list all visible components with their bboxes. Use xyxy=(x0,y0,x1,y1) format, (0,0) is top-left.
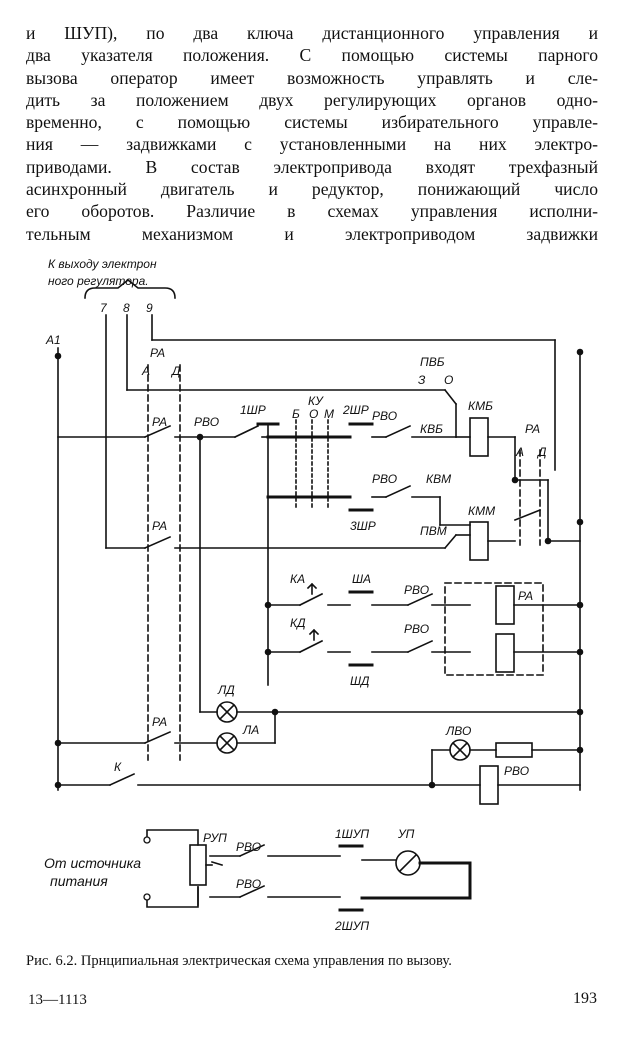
label-contact: Д xyxy=(536,445,547,459)
label-source: питания xyxy=(50,873,108,889)
label-limit: КА xyxy=(290,572,305,586)
label-plug: 2ШР xyxy=(342,403,369,417)
label-source: От источника xyxy=(44,855,141,871)
label-relay: РВО xyxy=(194,415,219,429)
label-relay: РВО xyxy=(236,840,261,854)
label-contact: А xyxy=(141,364,150,378)
label-relay: РВО xyxy=(236,877,261,891)
label-key: КУ xyxy=(308,394,324,408)
text-line: два указателя положения. С помощью систе… xyxy=(26,45,598,66)
label-plug: 3ШР xyxy=(350,519,376,533)
label-switch: ПВБ xyxy=(420,355,445,369)
label-relay: РА xyxy=(152,715,167,729)
text-line: приводами. В состав электропривода входя… xyxy=(26,156,598,177)
label-plug: ШД xyxy=(350,674,370,688)
label-contactor: КМБ xyxy=(468,399,493,413)
label-coil: РА xyxy=(518,589,533,603)
label-contact: А xyxy=(515,445,524,459)
label-switch: КВМ xyxy=(426,472,451,486)
label-contact: Д xyxy=(170,364,181,378)
label-plug: 2ШУП xyxy=(334,919,369,933)
label-relay: РВО xyxy=(404,583,429,597)
label-lamp: ЛД xyxy=(217,683,235,697)
label-switch: КВБ xyxy=(420,422,443,436)
label-key: К xyxy=(114,760,122,774)
label-relay: РА xyxy=(152,519,167,533)
label-output: К выходу электрон xyxy=(48,257,157,271)
label-contact: З xyxy=(418,373,426,387)
label-position: М xyxy=(324,407,334,421)
figure-caption: Рис. 6.2. Прнципиальная электрическая сх… xyxy=(26,953,452,969)
text-line: временно, с помощью системы избирательно… xyxy=(26,112,598,133)
text-line: вызова оператор имеет возможность управл… xyxy=(26,67,598,88)
label-switch: ПВМ xyxy=(420,524,447,538)
text-line: ния — задвижками с установленными на них… xyxy=(26,134,598,155)
label-contactor: КММ xyxy=(468,504,495,518)
footer-signature: 13—1113 xyxy=(28,992,87,1008)
label-regulator: РУП xyxy=(203,831,227,845)
label-terminal: 8 xyxy=(123,301,130,315)
label-a1: А1 xyxy=(45,333,61,347)
label-terminal: 7 xyxy=(100,301,108,315)
label-contact: О xyxy=(444,373,453,387)
label-lamp: ЛВО xyxy=(445,724,471,738)
circuit-diagram: К выходу электрон ного регулятора. 7 8 9… xyxy=(44,257,584,933)
text-line: дить за положением двух регулирующих орг… xyxy=(26,89,598,110)
label-relay: РА xyxy=(525,422,540,436)
page-number: 193 xyxy=(573,990,597,1007)
label-position: Б xyxy=(292,407,300,421)
label-plug: ША xyxy=(352,572,371,586)
label-terminal: 9 xyxy=(146,301,153,315)
text-line: тельным механизмом и электроприводом зад… xyxy=(26,223,598,244)
label-indicator: УП xyxy=(397,827,415,841)
text-line: и ШУП), по два ключа дистанционного упра… xyxy=(26,23,598,43)
label-output: ного регулятора. xyxy=(48,274,149,288)
label-plug: 1ШУП xyxy=(335,827,369,841)
text-line: его оборотов. Различие в схемах управлен… xyxy=(26,201,598,222)
text-line: асинхронный двигатель и редуктор, понижа… xyxy=(26,179,598,200)
label-relay: РА xyxy=(152,415,167,429)
body-text: и ШУП), по два ключа дистанционного упра… xyxy=(26,22,598,245)
label-relay: РВО xyxy=(372,409,397,423)
label-lamp: ЛА xyxy=(242,723,259,737)
label-relay: РВО xyxy=(404,622,429,636)
label-relay: РА xyxy=(150,346,165,360)
label-relay: РВО xyxy=(372,472,397,486)
label-coil: РВО xyxy=(504,764,529,778)
label-limit: КД xyxy=(290,616,306,630)
label-position: О xyxy=(309,407,318,421)
label-plug: 1ШР xyxy=(240,403,266,417)
